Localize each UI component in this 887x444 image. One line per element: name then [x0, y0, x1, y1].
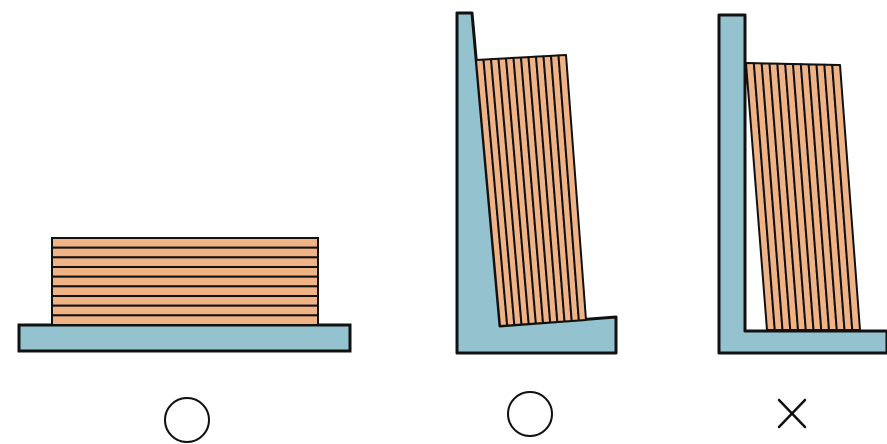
flat-board	[51, 295, 319, 307]
verdict-circle-2-icon	[507, 391, 553, 437]
flat-board	[51, 256, 319, 268]
l-stand-plain	[717, 13, 887, 355]
verdict-cross-icon	[777, 398, 807, 429]
flat-board	[51, 246, 319, 259]
leaning-board-stack-2	[745, 62, 861, 331]
flat-board	[51, 275, 319, 288]
flat-board	[51, 266, 319, 278]
leaning-board	[831, 63, 861, 331]
flat-base	[17, 323, 352, 353]
panel-leaning-with-wedge	[455, 11, 618, 355]
flat-board-stack	[51, 237, 319, 326]
panel-leaning-without-wedge	[717, 13, 887, 355]
verdict-circle-1-icon	[164, 397, 210, 443]
flat-board	[51, 304, 319, 317]
flat-board	[51, 285, 319, 297]
flat-board	[51, 237, 319, 249]
panel-flat-stack	[17, 237, 352, 353]
leaning-board-stack-1	[475, 54, 587, 327]
leaning-board	[557, 54, 587, 322]
l-stand-with-wedge	[455, 11, 618, 355]
flat-board	[51, 314, 319, 326]
